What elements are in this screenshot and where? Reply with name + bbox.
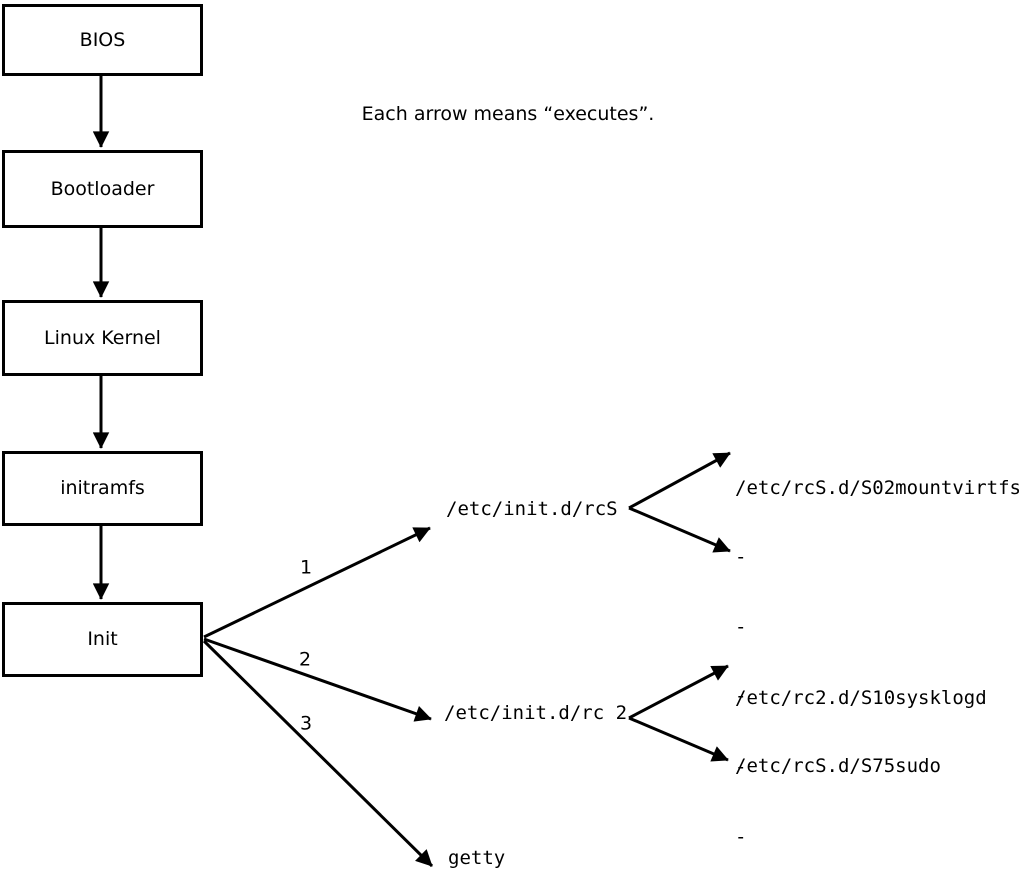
arrow-rcS-to-S75sudo	[628, 506, 731, 553]
node-init-label: Init	[87, 628, 118, 650]
node-linux-kernel-label: Linux Kernel	[44, 326, 161, 349]
arrow-rc2-to-S99gdm	[628, 716, 729, 762]
node-bootloader-label: Bootloader	[50, 177, 155, 200]
node-initramfs-label: initramfs	[60, 477, 145, 499]
arrow-init-to-rcS	[203, 526, 431, 639]
script-item-placeholder: -	[735, 756, 747, 779]
arrow-rcS-to-S02mountvirtfs	[628, 451, 731, 510]
arrow-init-to-rc2	[203, 637, 432, 722]
script-item-placeholder: -	[735, 546, 747, 569]
script-item: /etc/rcS.d/S02mountvirtfs	[735, 476, 1021, 499]
script-list-rcS: /etc/rcS.d/S02mountvirtfs - - - /etc/rcS…	[735, 431, 1021, 823]
script-list-rc2: /etc/rc2.d/S10sysklogd - - - /etc/rc2.d/…	[735, 641, 987, 875]
script-item: /etc/rc2.d/S10sysklogd	[735, 686, 987, 709]
command-getty: getty	[448, 847, 506, 869]
command-etc-init-d-rcS: /etc/init.d/rcS	[446, 498, 618, 520]
node-init: Init	[2, 602, 203, 677]
node-initramfs: initramfs	[2, 451, 203, 526]
arrow-init-to-getty	[202, 639, 434, 868]
branch-2-number: 2	[298, 648, 312, 671]
script-item-placeholder: -	[735, 615, 747, 638]
arrow-rc2-to-S10sysklogd	[628, 664, 729, 720]
script-item: /etc/rcS.d/S75sudo	[735, 754, 941, 777]
command-etc-init-d-rc2: /etc/init.d/rc 2	[444, 702, 628, 724]
node-bootloader: Bootloader	[2, 150, 203, 228]
branch-3-number: 3	[299, 712, 313, 735]
script-item-placeholder: -	[735, 825, 747, 848]
script-item-placeholder: -	[735, 685, 747, 708]
note-arrow-meaning: Each arrow means “executes”.	[361, 103, 655, 125]
branch-1-number: 1	[299, 556, 313, 579]
node-bios: BIOS	[2, 4, 203, 76]
node-bios-label: BIOS	[79, 28, 126, 51]
node-linux-kernel: Linux Kernel	[2, 300, 203, 376]
